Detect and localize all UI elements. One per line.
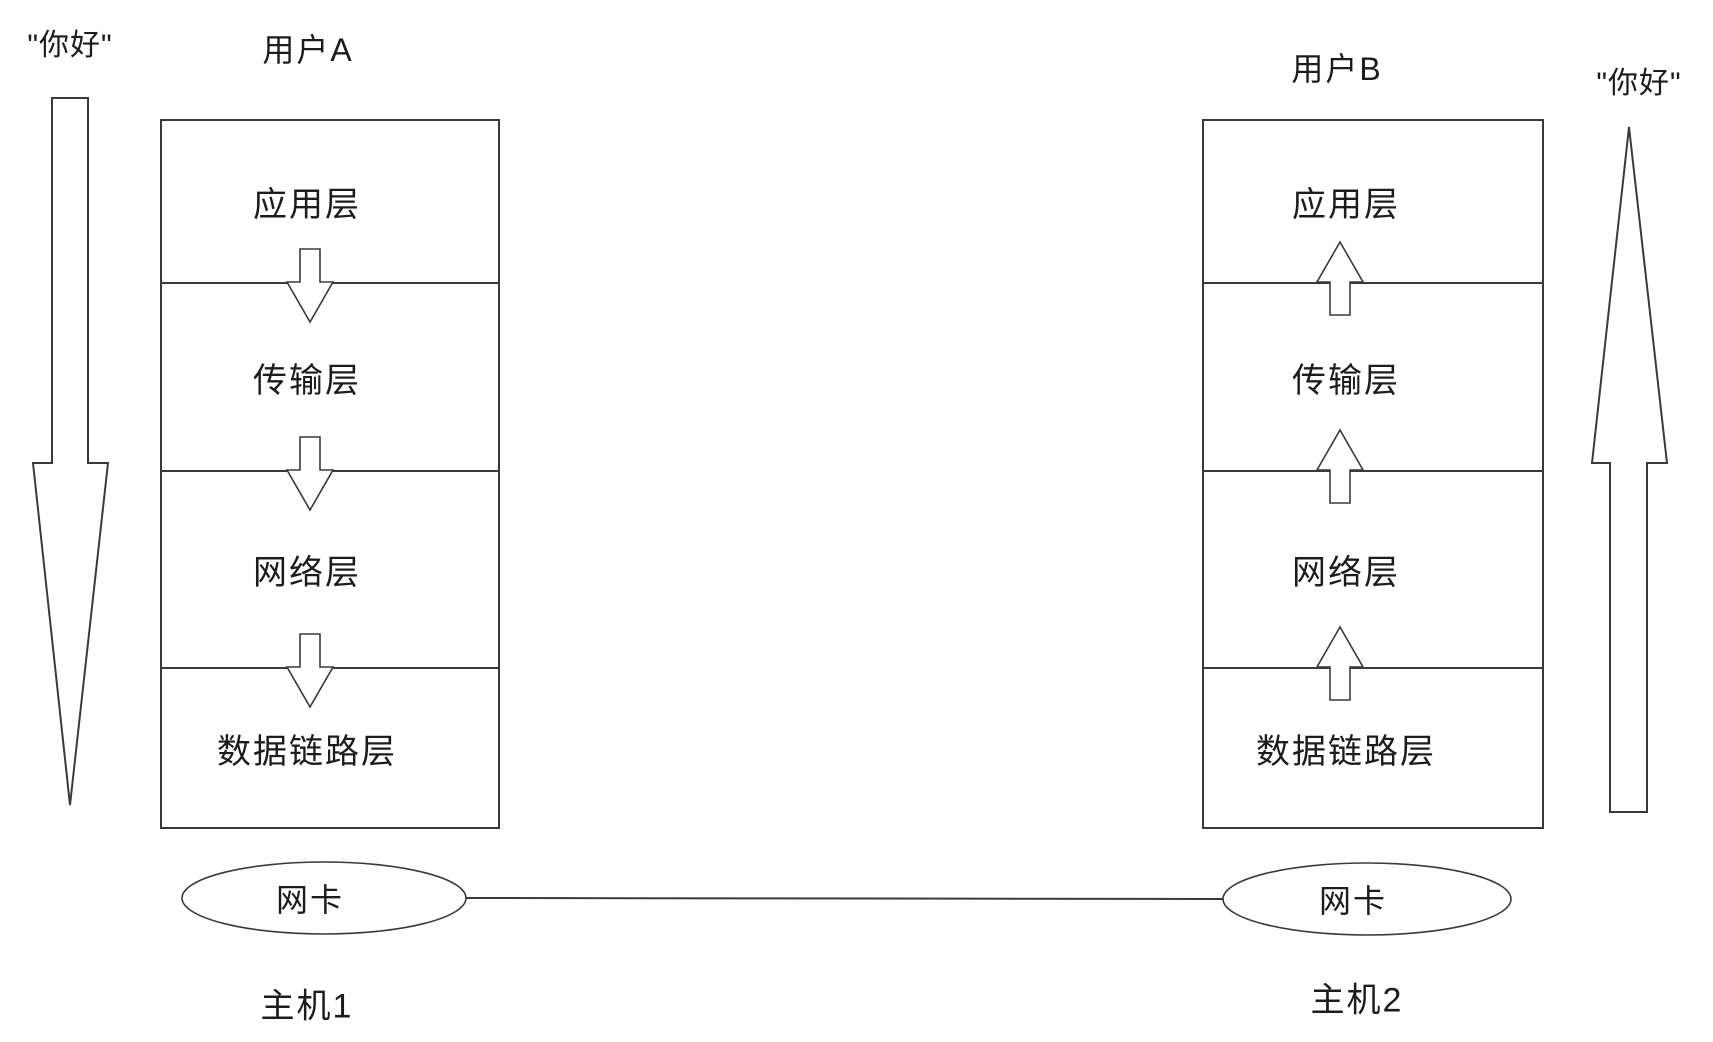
- layer-label: 传输层: [253, 361, 361, 400]
- layer-label: 数据链路层: [1256, 732, 1436, 771]
- host1-label: 主机1: [260, 987, 354, 1026]
- network-link-line: [465, 897, 1225, 900]
- greeting-text-right: "你好": [1596, 67, 1682, 100]
- greeting-text-left: "你好": [27, 29, 113, 62]
- layer-transport-host2: 传输层: [1204, 282, 1542, 470]
- layer-label: 应用层: [253, 186, 361, 224]
- layer-transport-host1: 传输层: [162, 282, 498, 470]
- layer-label: 网络层: [253, 554, 361, 592]
- user-b-label: 用户B: [1291, 51, 1383, 87]
- layer-label: 数据链路层: [217, 732, 397, 771]
- layer-label: 应用层: [1292, 186, 1400, 224]
- nic-label-host2: 网卡: [1318, 883, 1388, 919]
- layer-network-host1: 网络层: [162, 470, 498, 667]
- layer-datalink-host1: 数据链路层: [162, 667, 498, 827]
- user-a-label: 用户A: [262, 32, 354, 68]
- protocol-stack-host1: 应用层 传输层 网络层 数据链路层: [160, 119, 500, 829]
- message-down-arrow: [31, 97, 110, 806]
- protocol-stack-host2: 应用层 传输层 网络层 数据链路层: [1202, 119, 1544, 829]
- layer-application-host1: 应用层: [162, 121, 498, 282]
- nic-label-host1: 网卡: [275, 882, 345, 918]
- layer-label: 网络层: [1292, 554, 1400, 592]
- layer-network-host2: 网络层: [1204, 470, 1542, 667]
- layer-datalink-host2: 数据链路层: [1204, 667, 1542, 827]
- message-up-arrow: [1590, 126, 1669, 813]
- layer-application-host2: 应用层: [1204, 121, 1542, 282]
- layer-label: 传输层: [1292, 361, 1400, 400]
- host2-label: 主机2: [1310, 981, 1404, 1020]
